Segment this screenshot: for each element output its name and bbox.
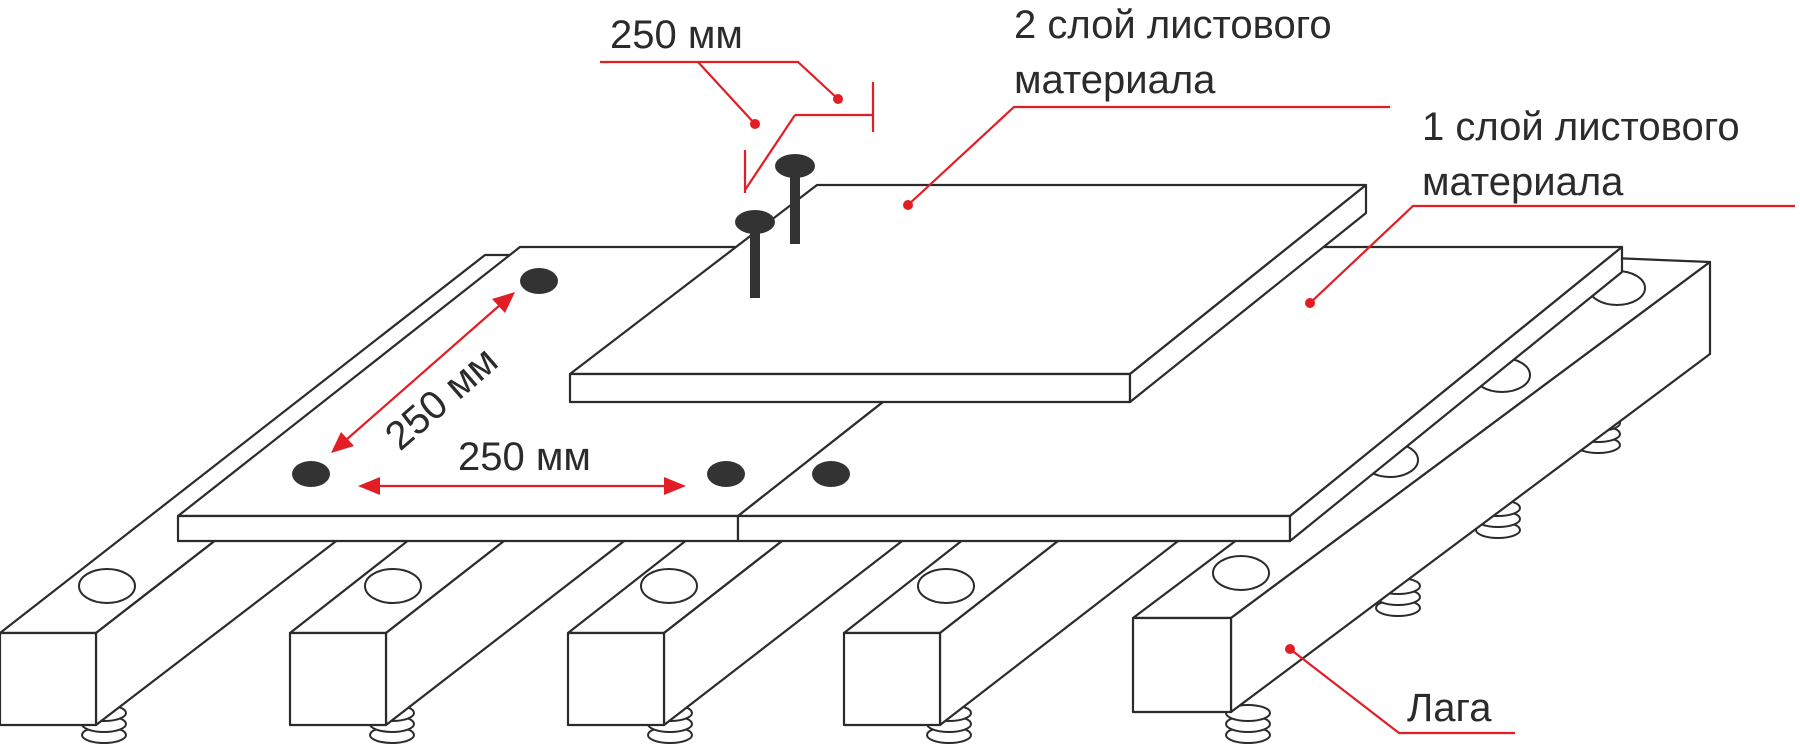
layer2-label-line1: 2 слой листового: [1014, 3, 1332, 47]
layer2-label-line2: материала: [1014, 58, 1216, 102]
horizontal-dimension-label: 250 мм: [458, 435, 591, 479]
dimension-diagonal: [331, 292, 515, 453]
layer1-label-line2: материала: [1422, 160, 1624, 204]
layer1-label-line1: 1 слой листового: [1422, 105, 1740, 149]
spring: [1225, 704, 1271, 744]
screw-dot: [707, 461, 745, 487]
joist-label: Лага: [1407, 686, 1492, 730]
nail-icon: [775, 154, 815, 244]
nail-icon: [735, 210, 775, 298]
nails: [735, 154, 815, 298]
dimension-top: [743, 82, 875, 193]
top-dimension-label: 250 мм: [610, 13, 743, 57]
screw-dot: [812, 461, 850, 487]
dimension-horizontal: [358, 477, 686, 495]
screw-dot: [520, 268, 558, 294]
sheet-layer-2: [568, 183, 1368, 404]
screw-dot: [292, 461, 330, 487]
leaders: [600, 60, 1795, 735]
